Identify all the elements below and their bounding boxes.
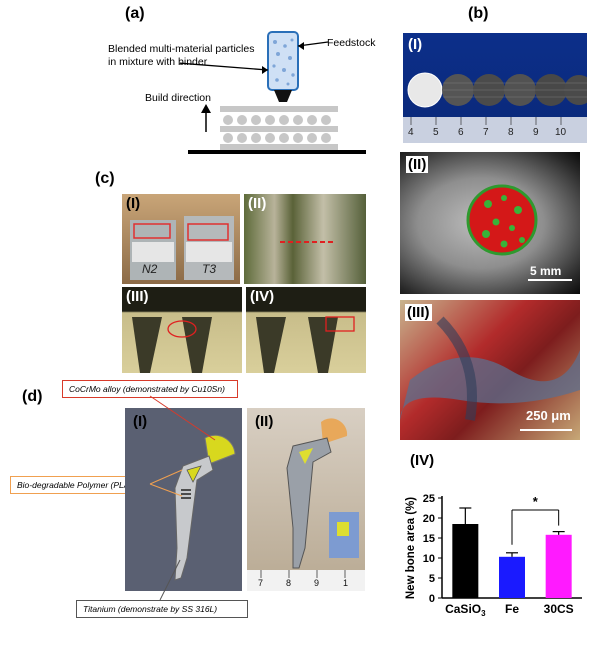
ruler-num: 8 bbox=[286, 578, 292, 588]
x-tick-label: Fe bbox=[505, 602, 519, 616]
d-ii-label: (II) bbox=[255, 413, 274, 430]
photo-ruler-labels: 7 8 9 1 bbox=[247, 578, 365, 590]
y-tick-label: 5 bbox=[429, 573, 435, 585]
printed-layers bbox=[220, 106, 338, 150]
c-ii-label: (II) bbox=[248, 195, 267, 212]
scale-bar-250um: 250 μm bbox=[526, 408, 571, 423]
scaffold-discs-photo: (I) 4 5 6 7 8 9 10 bbox=[403, 33, 587, 143]
particles-caption-line1: Blended multi-material particles bbox=[108, 43, 255, 55]
bar-1 bbox=[499, 556, 525, 598]
printing-schematic bbox=[180, 31, 366, 154]
y-tick-label: 25 bbox=[423, 493, 435, 505]
y-tick-label: 15 bbox=[423, 533, 435, 545]
c-ii-micrograph: (II) bbox=[244, 194, 366, 284]
note-titanium: Titanium (demonstrate by SS 316L) bbox=[76, 600, 248, 618]
panel-d-label: (d) bbox=[22, 388, 43, 405]
c-iii-label: (III) bbox=[126, 288, 149, 305]
y-axis-label: New bone area (%) bbox=[405, 497, 417, 599]
y-tick-label: 20 bbox=[423, 513, 435, 525]
histology-image: (III) 250 μm bbox=[400, 300, 580, 440]
build-plate bbox=[188, 150, 366, 154]
ruler-labels: 4 5 6 7 8 9 10 bbox=[403, 127, 587, 141]
ruler-num: 5 bbox=[433, 127, 439, 138]
panel-c-label: (c) bbox=[95, 170, 115, 187]
ruler-num: 9 bbox=[533, 127, 539, 138]
sample-mark-t3: T3 bbox=[202, 262, 217, 276]
scale-bar-5mm: 5 mm bbox=[530, 264, 562, 278]
ruler-num: 6 bbox=[458, 127, 464, 138]
micro-ct-image: (II) 5 mm bbox=[400, 152, 580, 294]
x-tick-label: 30CS bbox=[544, 602, 574, 616]
ruler-num: 10 bbox=[555, 127, 567, 138]
panel-a-label: (a) bbox=[125, 5, 145, 22]
b-ii-label: (II) bbox=[406, 156, 429, 173]
bar-0 bbox=[452, 524, 479, 598]
ruler-num: 9 bbox=[314, 578, 320, 588]
c-i-label: (I) bbox=[126, 195, 141, 212]
hip-implant-cad: (I) bbox=[125, 408, 242, 591]
ruler-num: 7 bbox=[258, 578, 264, 588]
ruler-num: 8 bbox=[508, 127, 514, 138]
y-tick-label: 10 bbox=[423, 553, 435, 565]
particles bbox=[272, 38, 295, 86]
b-iii-label: (III) bbox=[405, 304, 432, 321]
note-cocrmo: CoCrMo alloy (demonstrated by Cu10Sn) bbox=[62, 380, 238, 398]
y-tick-label: 0 bbox=[429, 593, 435, 605]
c-iii-micrograph: (III) bbox=[122, 287, 242, 373]
ruler-num: 7 bbox=[483, 127, 489, 138]
bar-2 bbox=[545, 534, 572, 598]
c-iv-label: (IV) bbox=[250, 288, 275, 305]
b-iv-label: (IV) bbox=[410, 452, 435, 469]
build-direction-label: Build direction bbox=[145, 92, 211, 104]
ruler bbox=[403, 117, 587, 143]
b-i-label: (I) bbox=[408, 36, 423, 53]
sample-mark-n2: N2 bbox=[142, 262, 158, 276]
ruler-num: 4 bbox=[408, 127, 414, 138]
hip-implant-photo: (II) 7 8 9 1 bbox=[247, 408, 365, 591]
particles-caption-line2: in mixture with binder bbox=[108, 56, 208, 68]
nozzle bbox=[274, 90, 292, 102]
new-bone-area-chart: 0 5 10 15 20 25 New bone area (%) CaSiO3 Fe 30CS * bbox=[405, 493, 582, 618]
significance-star: * bbox=[533, 494, 539, 509]
ruler-num: 1 bbox=[343, 578, 349, 588]
d-i-label: (I) bbox=[133, 413, 148, 430]
panel-b-label: (b) bbox=[468, 5, 489, 22]
x-tick-label: CaSiO3 bbox=[445, 602, 486, 618]
feedstock-label: Feedstock bbox=[327, 37, 376, 49]
c-iv-micrograph: (IV) bbox=[246, 287, 366, 373]
c-i-photo: (I) N2 T3 bbox=[122, 194, 240, 284]
